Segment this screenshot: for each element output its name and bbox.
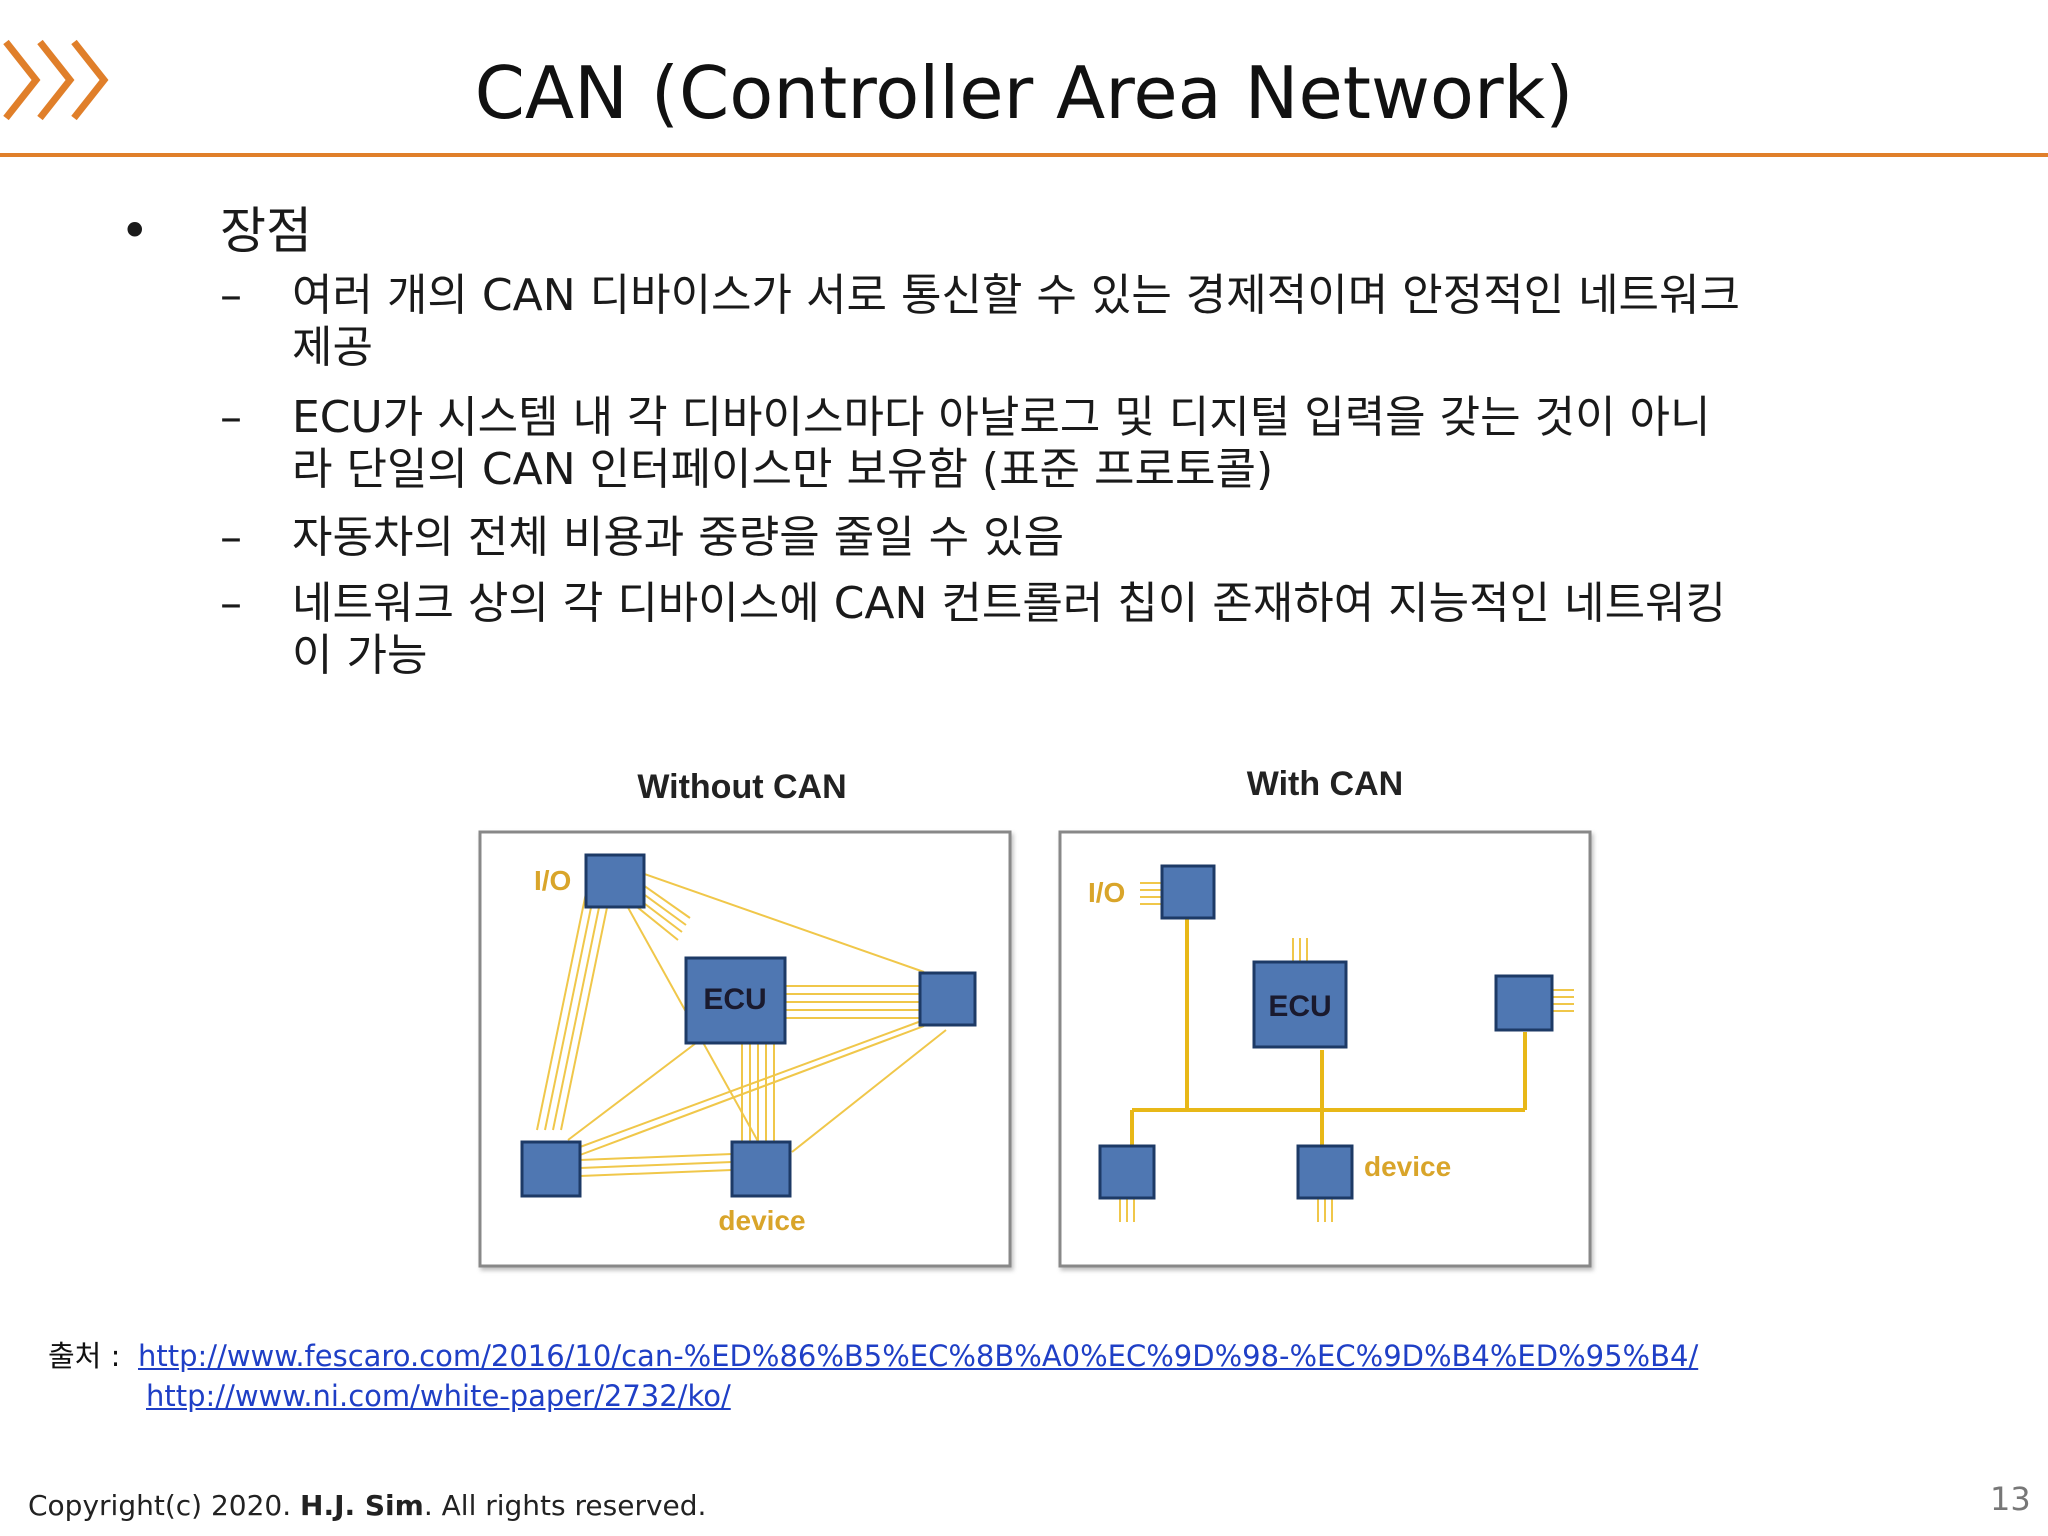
ecu-node [684, 956, 787, 1045]
ecu-node [1252, 960, 1348, 1049]
sub-item-4-line-2: 이 가능 [292, 630, 428, 681]
source-link-fescaro[interactable]: http://www.fescaro.com/2016/10/can-%ED%8… [138, 1339, 1699, 1373]
without-can-title: Without CAN [637, 768, 846, 806]
source-label: 출처 : [48, 1339, 121, 1373]
copyright-author: H.J. Sim [300, 1489, 424, 1522]
device-node [730, 1140, 792, 1198]
device-label: device [718, 1205, 805, 1236]
with-can-title: With CAN [1247, 765, 1403, 803]
sub-item-2-line-1: ECU가 시스템 내 각 디바이스마다 아날로그 및 디지털 입력을 갖는 것이… [292, 392, 1711, 443]
chevron-logo-icon [3, 39, 109, 121]
sub-dash: – [220, 578, 242, 629]
sub-item-1-line-2: 제공 [292, 322, 373, 373]
page-number: 13 [1990, 1480, 2031, 1518]
panel-frame [478, 830, 1012, 1268]
io-node [1160, 864, 1216, 920]
sub-item-2-line-2: 라 단일의 CAN 인터페이스만 보유함 (표준 프로토콜) [292, 444, 1274, 495]
bottom-left-node [1098, 1144, 1156, 1200]
slide-title: CAN (Controller Area Network) [474, 51, 1574, 135]
copyright-prefix: Copyright(c) 2020. [28, 1489, 301, 1522]
right-node [918, 971, 977, 1027]
bullet-dot: • [120, 202, 150, 260]
ecu-label: ECU [703, 983, 766, 1016]
sub-dash: – [220, 392, 242, 443]
sub-dash: – [220, 512, 242, 563]
without-can-panel: I/O ECU device [478, 830, 1012, 1268]
device-label: device [1364, 1151, 1451, 1182]
io-node [584, 853, 646, 909]
title-divider [0, 153, 2048, 157]
io-stub-wires [1119, 882, 1574, 1222]
io-label: I/O [534, 865, 571, 896]
can-bus [1130, 918, 1527, 1146]
device-node [1296, 1144, 1354, 1200]
sub-dash: – [220, 270, 242, 321]
copyright-suffix: . All rights reserved. [423, 1489, 707, 1522]
right-node [1494, 974, 1554, 1032]
io-label: I/O [1088, 877, 1125, 908]
can-comparison-diagram: Without CAN With CAN [478, 765, 1592, 1268]
ecu-label: ECU [1268, 990, 1331, 1023]
with-can-panel: I/O ECU device [1058, 830, 1592, 1268]
sub-item-3-line-1: 자동차의 전체 비용과 중량을 줄일 수 있음 [292, 512, 1065, 563]
bottom-left-node [520, 1140, 582, 1198]
sub-item-4-line-1: 네트워크 상의 각 디바이스에 CAN 컨트롤러 칩이 존재하여 지능적인 네트… [292, 578, 1727, 629]
main-bullet-text: 장점 [220, 202, 312, 260]
copyright-notice: Copyright(c) 2020. H.J. Sim. All rights … [28, 1488, 706, 1524]
sub-item-1-line-1: 여러 개의 CAN 디바이스가 서로 통신할 수 있는 경제적이며 안정적인 네… [292, 270, 1740, 321]
source-link-ni[interactable]: http://www.ni.com/white-paper/2732/ko/ [146, 1379, 731, 1413]
